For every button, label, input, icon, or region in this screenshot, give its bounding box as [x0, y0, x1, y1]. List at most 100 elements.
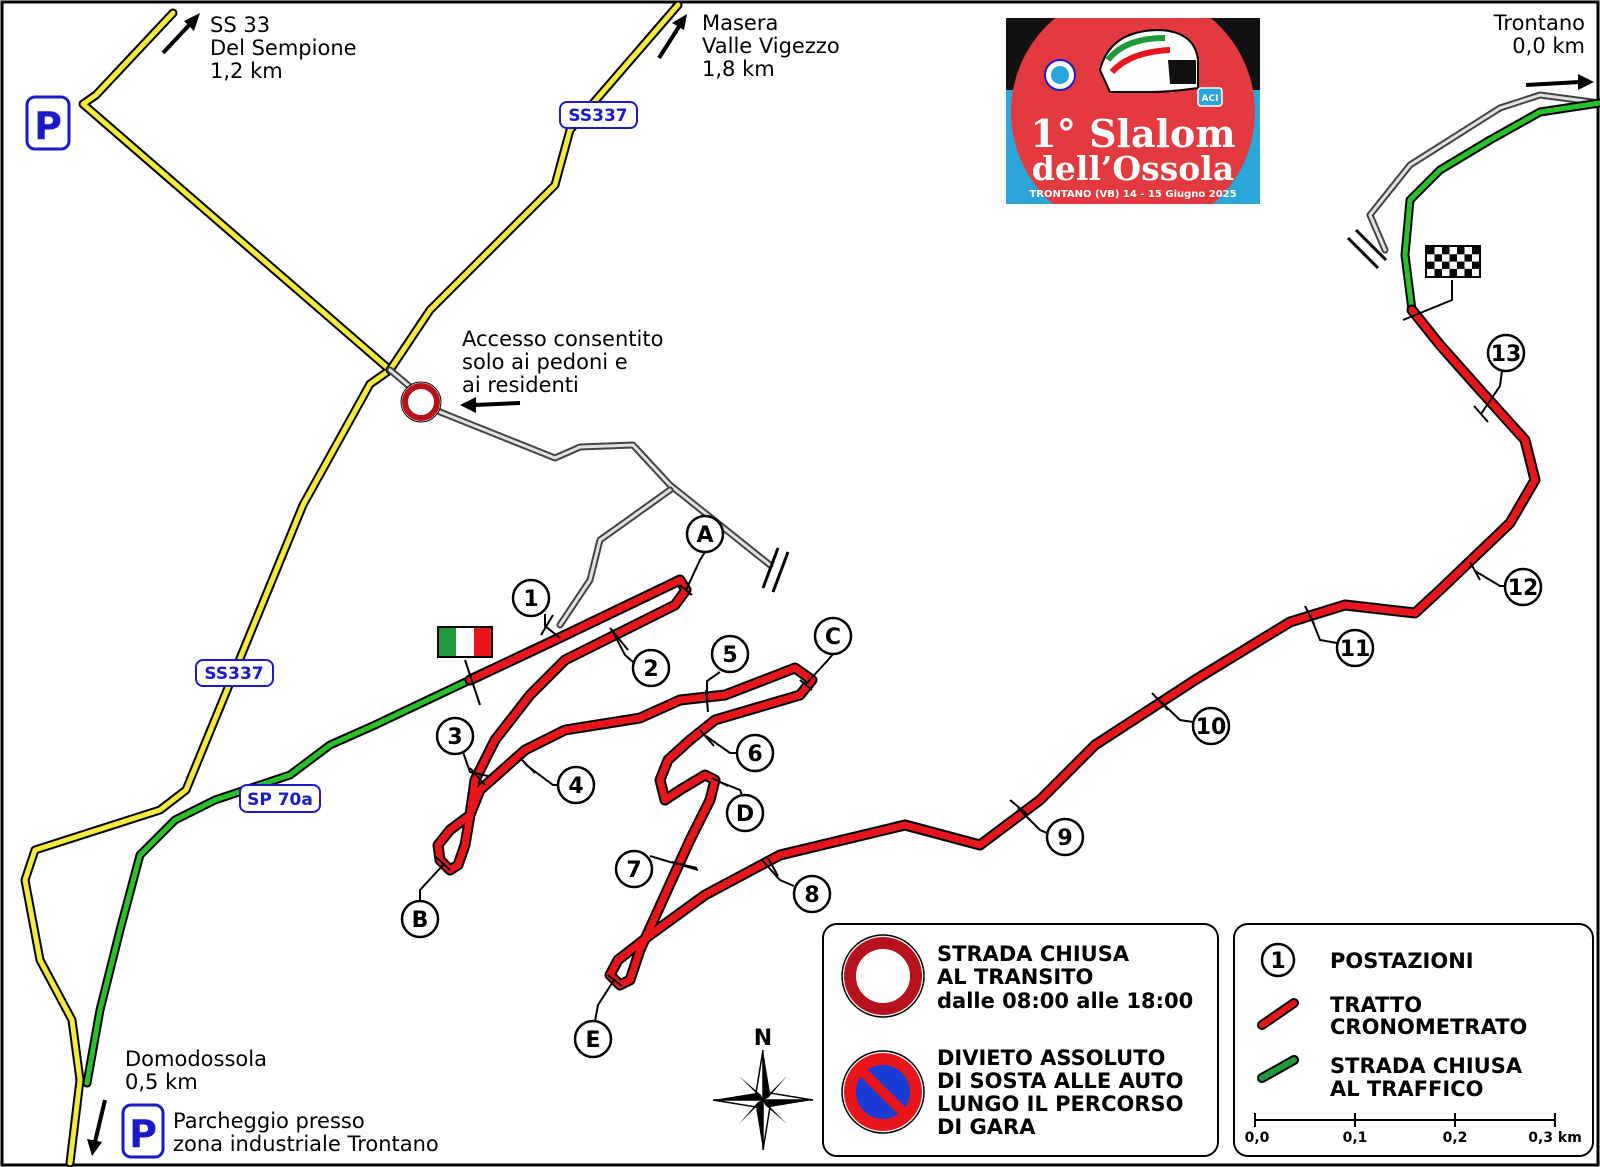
svg-text:Masera: Masera — [702, 11, 778, 35]
svg-text:ai residenti: ai residenti — [462, 373, 579, 397]
station-marker-13: 13 — [1473, 333, 1526, 423]
label-masera: Masera Valle Vigezzo 1,8 km — [702, 11, 840, 81]
station-marker-10: 10 — [1151, 692, 1231, 746]
svg-text:0,3 km: 0,3 km — [1528, 1130, 1582, 1146]
waypoint-E: E — [573, 974, 623, 1059]
svg-text:Valle Vigezzo: Valle Vigezzo — [702, 34, 840, 58]
waypoint-A-label: A — [696, 523, 713, 548]
svg-text:SS 33: SS 33 — [210, 13, 270, 37]
closed-road-sign-icon — [841, 934, 925, 1018]
svg-text:AL TRAFFICO: AL TRAFFICO — [1330, 1077, 1483, 1101]
road-tag-ss337-top: SS337 — [559, 101, 638, 129]
station-marker-6-label: 6 — [747, 742, 762, 767]
grey-roads — [386, 91, 1600, 629]
station-marker-8: 8 — [761, 857, 832, 914]
road-tag-text: SP 70a — [247, 790, 313, 810]
road-tag-text: SS337 — [204, 664, 263, 684]
legend-station-symbol: 1 — [1260, 942, 1296, 978]
svg-text:0,0: 0,0 — [1245, 1130, 1270, 1146]
label-access: Accesso consentito solo ai pedoni e ai r… — [462, 327, 663, 397]
station-marker-10-label: 10 — [1196, 715, 1227, 740]
station-marker-4: 4 — [519, 757, 596, 805]
station-marker-5: 5 — [705, 634, 750, 713]
svg-text:DIVIETO ASSOLUTO: DIVIETO ASSOLUTO — [937, 1046, 1165, 1070]
label-parking-bottom: Parcheggio presso zona industriale Tront… — [173, 1109, 439, 1156]
svg-text:dalle 08:00 alle 18:00: dalle 08:00 alle 18:00 — [937, 989, 1193, 1013]
no-transit-sign-icon — [400, 381, 442, 423]
svg-text:1,8 km: 1,8 km — [702, 57, 775, 81]
waypoint-C-label: C — [825, 625, 841, 650]
svg-text:0,2: 0,2 — [1443, 1130, 1468, 1146]
legend-red-swatch — [1257, 998, 1299, 1030]
event-logo: ACI 1° Slalom dell’Ossola TRONTANO (VB) … — [1006, 18, 1260, 204]
finish-flag-icon — [1402, 245, 1481, 321]
waypoint-C: C — [799, 616, 853, 691]
station-marker-11: 11 — [1304, 605, 1375, 668]
station-marker-13-label: 13 — [1491, 342, 1522, 367]
parking-icon: P — [121, 1103, 165, 1159]
label-domodossola: Domodossola 0,5 km — [125, 1047, 267, 1094]
legend-key-box: 1 POSTAZIONI TRATTO CRONOMETRATO STRADA … — [1233, 923, 1594, 1157]
station-marker-2-label: 2 — [643, 657, 658, 682]
station-marker-11-label: 11 — [1340, 637, 1371, 662]
legend-signs-box: STRADA CHIUSA AL TRANSITO dalle 08:00 al… — [822, 923, 1219, 1157]
station-marker-3: 3 — [435, 716, 489, 786]
waypoint-B: B — [400, 856, 451, 939]
svg-text:Del Sempione: Del Sempione — [210, 36, 357, 60]
station-marker-1-label: 1 — [523, 587, 538, 612]
waypoint-B-label: B — [412, 908, 429, 933]
svg-text:STRADA CHIUSA: STRADA CHIUSA — [937, 942, 1130, 966]
timed-section — [432, 304, 1541, 991]
svg-text:STRADA CHIUSA: STRADA CHIUSA — [1330, 1054, 1523, 1078]
svg-text:Parcheggio presso: Parcheggio presso — [173, 1109, 365, 1133]
start-flag-icon — [437, 626, 493, 706]
svg-text:Trontano: Trontano — [1493, 11, 1585, 35]
svg-text:LUNGO IL PERCORSO: LUNGO IL PERCORSO — [937, 1092, 1183, 1116]
parking-icon: P — [25, 95, 71, 151]
station-marker-6: 6 — [699, 729, 775, 773]
svg-text:P: P — [34, 104, 62, 148]
legend-stations-label: POSTAZIONI — [1330, 949, 1474, 973]
svg-text:1,2 km: 1,2 km — [210, 59, 283, 83]
svg-text:CRONOMETRATO: CRONOMETRATO — [1330, 1015, 1527, 1039]
svg-text:ACI: ACI — [1202, 94, 1219, 104]
logo-title-2: dell’Ossola — [1032, 149, 1234, 188]
station-marker-7-label: 7 — [626, 858, 641, 883]
compass-rose-icon: N — [712, 1026, 814, 1151]
road-tag-sp70a: SP 70a — [239, 784, 321, 813]
svg-text:solo ai pedoni e: solo ai pedoni e — [462, 350, 628, 374]
station-marker-5-label: 5 — [722, 643, 737, 668]
waypoint-D: D — [711, 777, 765, 833]
svg-text:zona industriale Trontano: zona industriale Trontano — [173, 1132, 439, 1156]
no-parking-sign-icon — [841, 1050, 925, 1134]
svg-text:1: 1 — [1270, 949, 1285, 974]
svg-text:AL TRANSITO: AL TRANSITO — [937, 965, 1093, 989]
svg-text:DI SOSTA ALLE AUTO: DI SOSTA ALLE AUTO — [937, 1069, 1183, 1093]
station-marker-7: 7 — [614, 849, 699, 889]
station-marker-4-label: 4 — [568, 774, 583, 799]
logo-subtitle: TRONTANO (VB) 14 - 15 Giugno 2025 — [1029, 189, 1236, 200]
svg-text:0,1: 0,1 — [1343, 1130, 1368, 1146]
road-end-marks — [761, 228, 1388, 593]
waypoint-markers: A B C D E — [400, 514, 853, 1059]
logo-title: 1° Slalom — [1030, 111, 1235, 156]
waypoint-E-label: E — [585, 1028, 600, 1053]
svg-text:0,0 km: 0,0 km — [1512, 34, 1585, 58]
helmet-icon — [1098, 28, 1199, 93]
label-trontano: Trontano 0,0 km — [1493, 11, 1585, 58]
svg-text:DI GARA: DI GARA — [937, 1115, 1036, 1139]
direction-arrows — [87, 13, 1594, 1156]
station-marker-9: 9 — [1009, 799, 1085, 857]
station-marker-12: 12 — [1469, 561, 1543, 607]
station-marker-3-label: 3 — [447, 725, 462, 750]
svg-text:P: P — [129, 1112, 157, 1156]
waypoint-D-label: D — [736, 802, 754, 827]
scale-bar: 0,0 0,1 0,2 0,3 km — [1245, 1113, 1582, 1146]
waypoint-A: A — [679, 514, 725, 596]
svg-text:Domodossola: Domodossola — [125, 1047, 267, 1071]
svg-text:Accesso consentito: Accesso consentito — [462, 327, 663, 351]
legend-green-swatch — [1257, 1055, 1299, 1083]
station-marker-12-label: 12 — [1508, 576, 1539, 601]
